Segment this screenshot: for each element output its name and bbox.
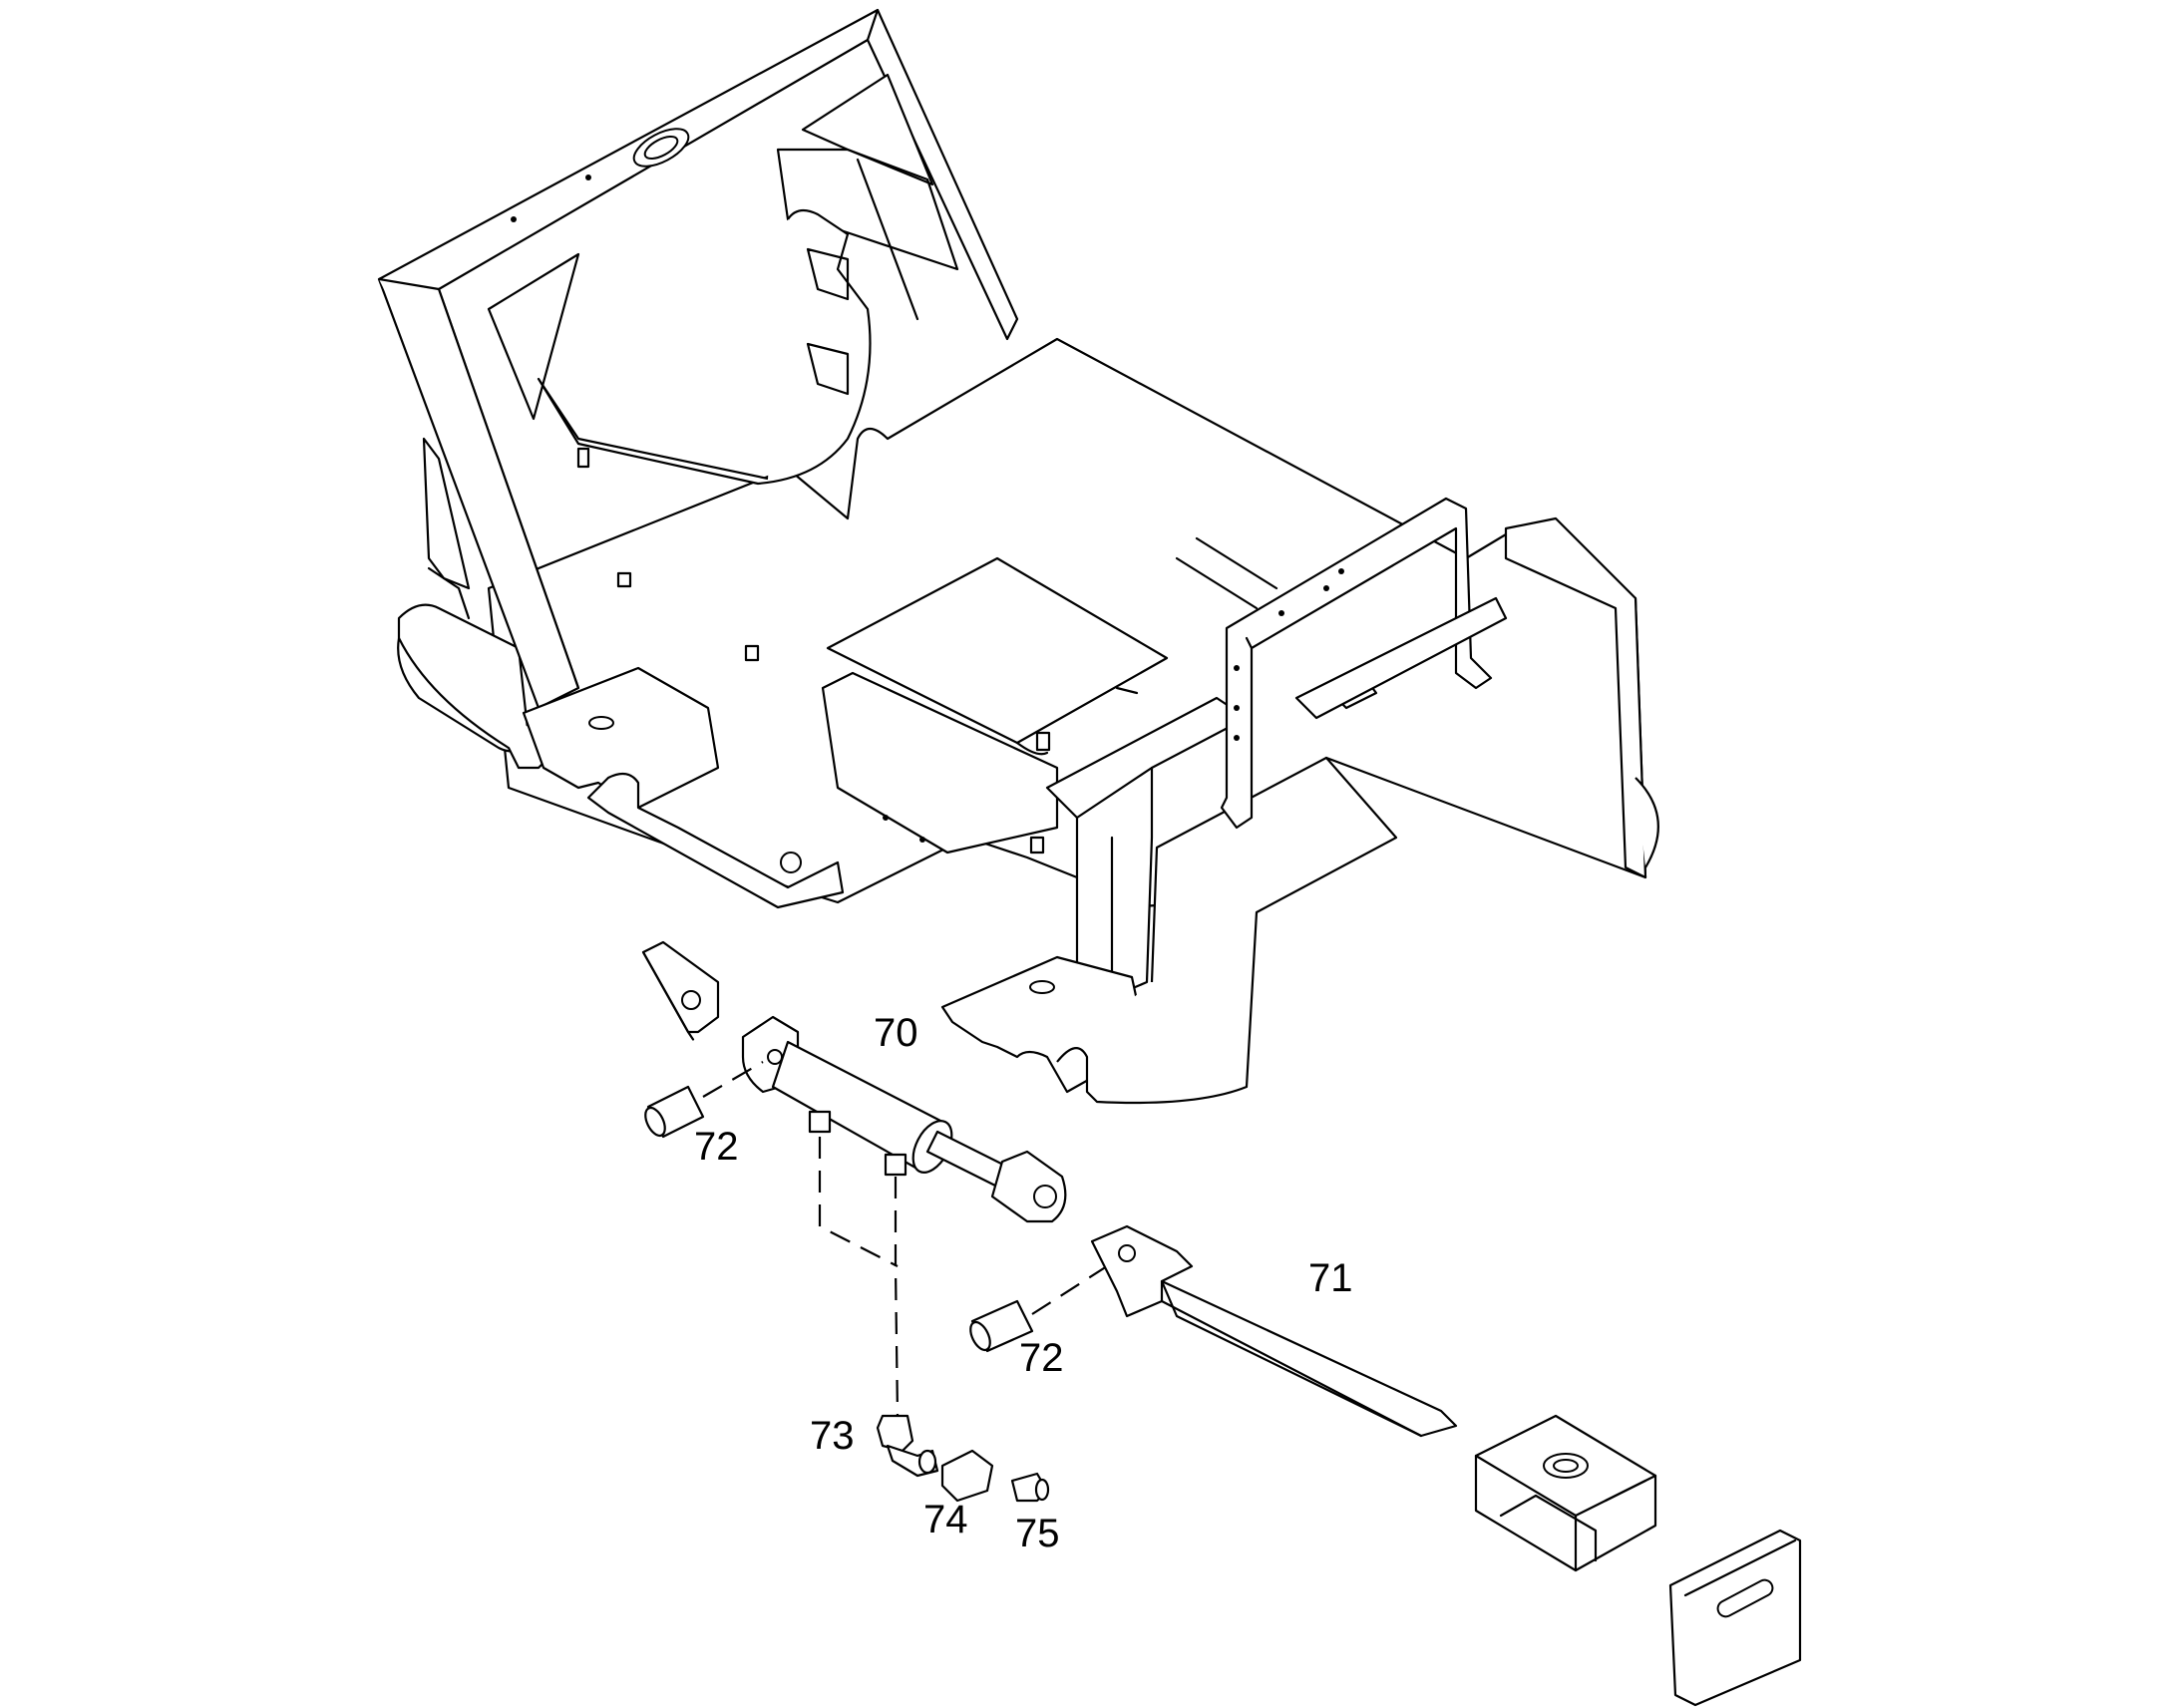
- pin-72-right: [969, 1265, 1108, 1353]
- callout-72-lower: 72: [1019, 1336, 1064, 1380]
- hose-routing-lines: [818, 1137, 900, 1417]
- callout-72-upper: 72: [694, 1125, 739, 1169]
- roll-bar-bracket: [1220, 497, 1493, 830]
- pin-72-left: [644, 1061, 764, 1139]
- union-fitting-74: [940, 1449, 994, 1503]
- main-frame: [377, 8, 1659, 1105]
- lever-71: [1090, 1224, 1458, 1438]
- callout-70: 70: [874, 1011, 918, 1055]
- hydraulic-cylinder: [741, 1015, 1067, 1223]
- callout-71: 71: [1308, 1256, 1353, 1300]
- callout-75: 75: [1015, 1512, 1060, 1555]
- nipple-fitting-75: [1010, 1472, 1050, 1503]
- upper-gusset-left: [487, 252, 580, 421]
- callout-74: 74: [923, 1498, 968, 1541]
- seat-support-bracket: [537, 208, 872, 486]
- left-side-plate: [422, 437, 471, 590]
- slide-plate: [1668, 1529, 1802, 1707]
- right-rear-skid: [1504, 516, 1647, 879]
- callout-73: 73: [810, 1414, 855, 1458]
- mounting-ear-bracket: [641, 940, 720, 1041]
- elbow-fitting-73: [876, 1414, 939, 1478]
- upper-gusset-right: [801, 73, 934, 186]
- guide-block: [1474, 1414, 1657, 1572]
- central-lower-panel: [821, 671, 1059, 854]
